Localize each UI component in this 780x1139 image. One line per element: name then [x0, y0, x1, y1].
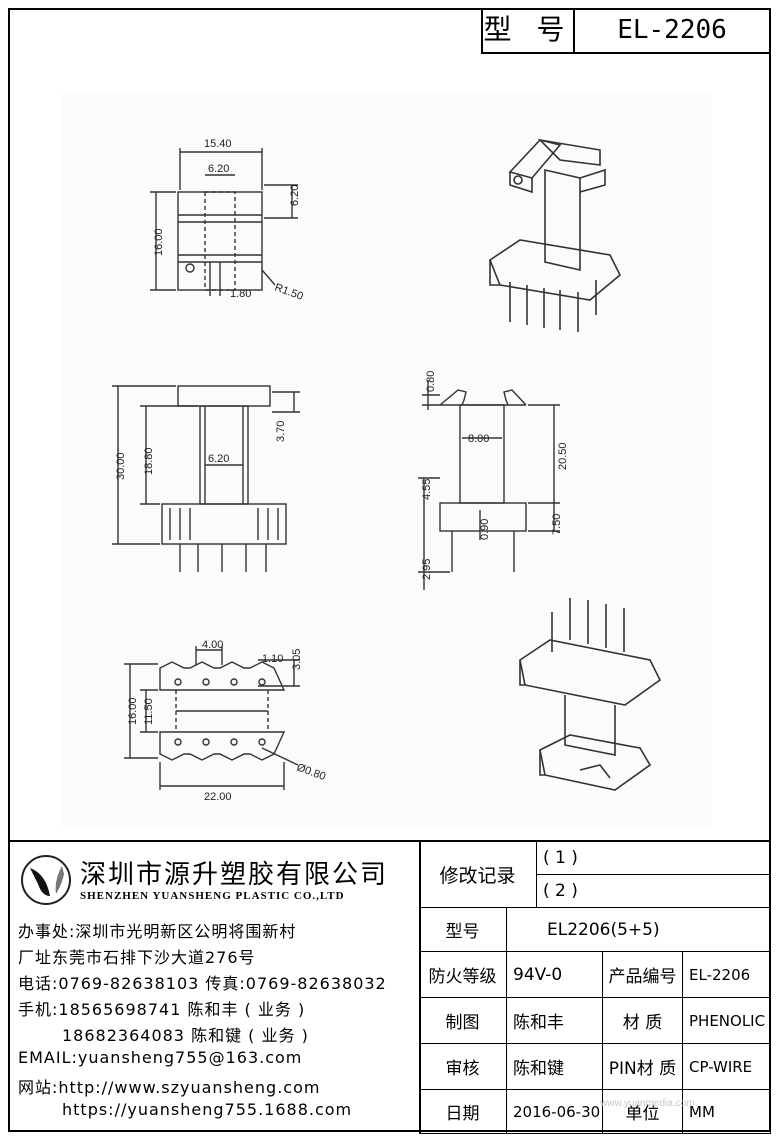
bottom-view — [124, 646, 300, 790]
dim-side-20-50: 20.50 — [557, 442, 569, 470]
dim-front-30-00: 30.00 — [115, 452, 127, 480]
company-name-en: SHENZHEN YUANSHENG PLASTIC CO.,LTD — [80, 890, 345, 902]
unit-label: 单位 — [603, 1090, 683, 1134]
date-value: 2016-06-30 — [507, 1090, 603, 1134]
revision-1: ( 1 ) — [537, 842, 771, 875]
dim-bottom-16-00: 16.00 — [127, 697, 139, 725]
dim-bottom-3-05: 3.05 — [291, 649, 303, 670]
dim-bottom-1-10: 1.10 — [262, 653, 283, 665]
dim-bottom-22-00: 22.00 — [204, 791, 232, 803]
dim-top-6-20-b: 6.20 — [289, 185, 301, 206]
dim-top-6-20-a: 6.20 — [208, 163, 229, 175]
drawing-svg: 15.40 6.20 6.20 16.00 1.80 R1.50 30.00 1… — [112, 138, 662, 803]
pin-material-value: CP-WIRE — [683, 1044, 771, 1090]
watermark: www.yuanmedia.com — [600, 1098, 695, 1109]
dim-side-8-00: 8.00 — [468, 433, 489, 445]
top-view — [150, 148, 298, 296]
email: EMAIL:yuansheng755@163.com — [18, 1048, 303, 1067]
dim-front-6-20: 6.20 — [208, 453, 229, 465]
dim-bottom-4-00: 4.00 — [202, 639, 223, 651]
fire-rating-label: 防火等级 — [419, 952, 507, 998]
dim-top-15-40: 15.40 — [204, 138, 232, 150]
revision-label: 修改记录 — [419, 842, 537, 908]
company-name-cn: 深圳市源升塑胶有限公司 — [80, 860, 389, 890]
reviewed-by-label: 审核 — [419, 1044, 507, 1090]
drawing-frame — [8, 8, 771, 1132]
dim-side-7-50: 7.50 — [551, 514, 563, 535]
mobile-2: 18682364083 陈和键 ( 业务 ) — [62, 1026, 309, 1045]
dimension-labels: 15.40 6.20 6.20 16.00 1.80 R1.50 30.00 1… — [115, 138, 569, 803]
dim-bottom-11-50: 11.50 — [143, 698, 155, 725]
company-logo — [21, 855, 71, 905]
unit-value: MM — [683, 1090, 771, 1134]
pin-material-label: PIN材 质 — [603, 1044, 683, 1090]
date-label: 日期 — [419, 1090, 507, 1134]
model-box: 型 号 EL-2206 — [481, 8, 771, 54]
dim-top-1-80: 1.80 — [230, 288, 251, 300]
product-no-value: EL-2206 — [683, 952, 771, 998]
model-label-2: 型号 — [419, 908, 507, 952]
dim-side-0-80: 0.80 — [425, 371, 437, 392]
company-info: 深圳市源升塑胶有限公司 SHENZHEN YUANSHENG PLASTIC C… — [8, 842, 421, 1134]
reviewed-by-value: 陈和键 — [507, 1044, 603, 1090]
dim-side-0-90: 0.90 — [479, 519, 491, 540]
bobbin-3d-view-bottom — [519, 598, 662, 791]
mobile-1: 手机:18565698741 陈和丰 ( 业务 ) — [18, 1000, 306, 1019]
drawn-by-value: 陈和丰 — [507, 998, 603, 1044]
dim-bottom-phi-0-80: Ø0.80 — [295, 762, 327, 784]
material-label: 材 质 — [603, 998, 683, 1044]
title-block: 深圳市源升塑胶有限公司 SHENZHEN YUANSHENG PLASTIC C… — [8, 840, 771, 1134]
fire-rating-value: 94V-0 — [507, 952, 603, 998]
dim-top-r1-50: R1.50 — [273, 282, 305, 303]
technical-drawing — [62, 92, 712, 827]
dim-top-16-00: 16.00 — [153, 228, 165, 256]
phone-fax: 电话:0769-82638103 传真:0769-82638032 — [18, 974, 387, 993]
model-label: 型 号 — [483, 8, 575, 52]
website-1: 网站:http://www.szyuansheng.com — [18, 1078, 321, 1097]
revision-2: ( 2 ) — [537, 875, 771, 908]
office-address: 办事处:深圳市光明新区公明将围新村 — [18, 922, 297, 941]
drawn-by-label: 制图 — [419, 998, 507, 1044]
product-no-label: 产品编号 — [603, 952, 683, 998]
model-value-2: EL2206(5+5) — [507, 908, 771, 952]
dim-side-2-95: 2.95 — [421, 559, 433, 580]
material-value: PHENOLIC — [683, 998, 771, 1044]
factory-address: 厂址东莞市石排下沙大道276号 — [18, 948, 256, 967]
dim-front-18-80: 18.80 — [143, 447, 155, 475]
model-value: EL-2206 — [617, 15, 727, 45]
side-view — [418, 380, 560, 590]
dim-front-3-70: 3.70 — [275, 421, 287, 442]
dim-side-4-55: 4.55 — [421, 479, 433, 500]
bobbin-3d-view-top — [489, 138, 621, 332]
spec-table: 修改记录 ( 1 ) ( 2 ) 型号 EL2206(5+5) 防火等级 94V… — [419, 842, 771, 1134]
front-view — [112, 385, 300, 572]
website-2: https://yuansheng755.1688.com — [62, 1100, 353, 1119]
